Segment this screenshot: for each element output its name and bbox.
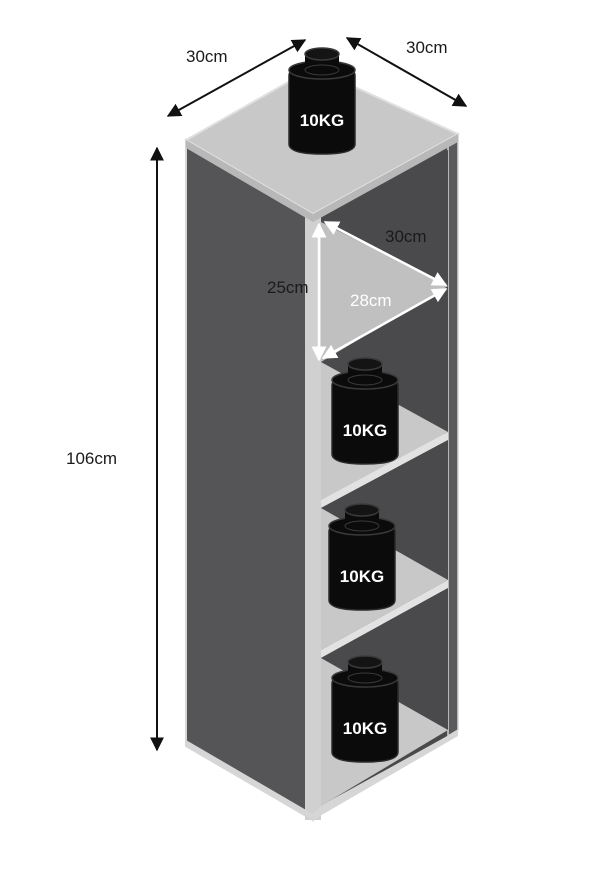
inner-width-arrow <box>323 220 448 287</box>
weight-top-label: 10KG <box>300 111 344 130</box>
cabinet-right-edge <box>447 132 459 738</box>
inner-depth-arrow <box>321 287 448 360</box>
inner-dimensions: 25cm 30cm 28cm <box>267 220 448 362</box>
outer-dimensions: 30cm 30cm 106cm <box>66 37 468 752</box>
cabinet-bottom-edge <box>186 730 458 820</box>
depth-label: 30cm <box>406 38 448 57</box>
weight-shelf-1: 10KG <box>331 357 399 465</box>
shelf-edge-1 <box>321 432 448 508</box>
cabinet <box>183 66 461 822</box>
width-arrow <box>166 39 307 117</box>
cabinet-top-thickness <box>186 134 458 222</box>
width-label: 30cm <box>186 47 228 66</box>
height-label: 106cm <box>66 449 117 468</box>
weight-shelf-2: 10KG <box>328 503 396 611</box>
weight-shelf-2-label: 10KG <box>340 567 384 586</box>
weight-shelf-3-label: 10KG <box>343 719 387 738</box>
weight-top: 10KG <box>288 47 356 155</box>
cabinet-front-edge <box>305 214 321 820</box>
weight-shelf-1-label: 10KG <box>343 421 387 440</box>
depth-arrow <box>345 37 468 107</box>
inner-height-label: 25cm <box>267 278 309 297</box>
inner-width-label: 30cm <box>385 227 427 246</box>
cabinet-left-side <box>185 138 314 822</box>
inner-depth-label: 28cm <box>350 291 392 310</box>
weight-shelf-3: 10KG <box>331 655 399 763</box>
shelf-edge-2 <box>321 580 448 658</box>
